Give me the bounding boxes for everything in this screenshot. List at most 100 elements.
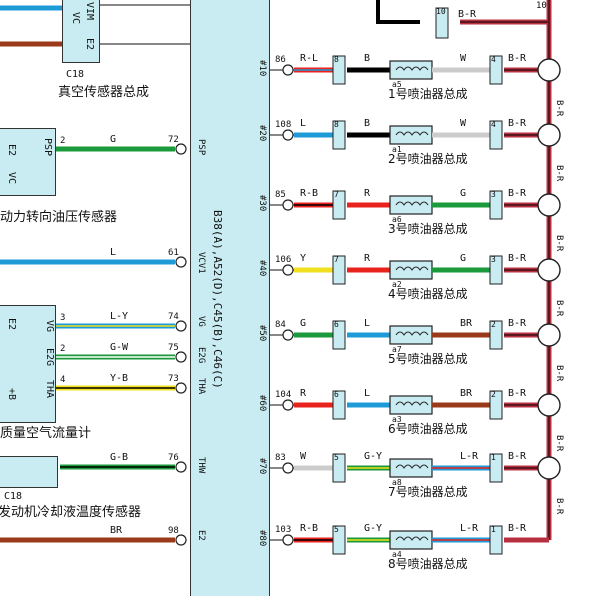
inj-common-label-0: B-R — [508, 53, 527, 64]
splice-node-3 — [537, 258, 561, 282]
bus-label-3: B-R — [554, 300, 564, 317]
injector-coil-symbol-7 — [395, 536, 429, 541]
inj-wire-out-label-6: L-R — [460, 451, 479, 462]
ecu-side-label-7: #80 — [257, 530, 267, 547]
ecu-side-label-5: #60 — [257, 395, 267, 412]
bus-label-5: B-R — [554, 435, 564, 452]
inj-conn-out-label-5: 2 — [491, 390, 496, 399]
inj-conn-in-label-1: 8 — [334, 120, 339, 129]
inj-conn-out-label-7: 1 — [491, 525, 496, 534]
splice-node-4 — [537, 323, 561, 347]
maf-pin-b: +B — [6, 388, 17, 401]
left-pin-2: 3 — [60, 313, 66, 323]
inj-wire-out-label-4: BR — [460, 318, 473, 329]
inj-ecu-pin-label-1: 108 — [275, 120, 292, 130]
inj-code-6: a8 — [392, 478, 402, 487]
injector-coil-symbol-5 — [395, 401, 429, 406]
inj-wire-mid-label-1: B — [364, 118, 371, 129]
left-signal-1: VCV1 — [196, 252, 206, 274]
ecu-pin-connector-1 — [175, 256, 187, 268]
ecu-side-label-4: #50 — [257, 325, 267, 342]
inj-ecu-pin-5 — [282, 399, 294, 411]
inj-wire-mid-label-5: L — [364, 388, 371, 399]
inj-code-0: a5 — [392, 80, 402, 89]
inj-common-label-5: B-R — [508, 388, 527, 399]
inj-ecu-pin-4 — [282, 329, 294, 341]
splice-node-1 — [537, 123, 561, 147]
top-connector — [435, 7, 449, 39]
left-signal-6: E2 — [196, 530, 206, 541]
left-signal-4: THA — [196, 378, 206, 395]
ecu-pin-connector-3 — [175, 351, 187, 363]
ecu-side-label-1: #20 — [257, 125, 267, 142]
left-wire-code-6: BR — [110, 525, 123, 536]
inj-conn-in-label-4: 6 — [334, 320, 339, 329]
bus-label-6: B-R — [554, 498, 564, 515]
inj-wire-out-label-5: BR — [460, 388, 473, 399]
inj-connector-in-2 — [332, 190, 346, 220]
inj-connector-out-4 — [489, 320, 503, 350]
ecu-pin-connector-2 — [175, 320, 187, 332]
inj-conn-out-label-6: 1 — [491, 453, 496, 462]
left-wire-code-5: G-B — [110, 452, 129, 463]
inj-wire-mid-label-2: R — [364, 188, 371, 199]
ecu-block — [190, 0, 270, 596]
left-pin-0: 2 — [60, 136, 66, 146]
inj-conn-out-label-1: 4 — [491, 120, 496, 129]
inj-code-5: a3 — [392, 415, 402, 424]
inj-common-label-4: B-R — [508, 318, 527, 329]
ps-pressure-sensor-box — [0, 128, 56, 196]
inj-ecu-pin-6 — [282, 462, 294, 474]
inj-common-label-7: B-R — [508, 523, 527, 534]
vacuum-sensor-pin-vim: VIM — [84, 2, 95, 21]
vacuum-sensor-code: C18 — [66, 69, 85, 80]
inj-connector-out-6 — [489, 453, 503, 483]
left-ecu-pin-0: 72 — [168, 135, 179, 145]
inj-conn-in-label-6: 5 — [334, 453, 339, 462]
injector-title-0: 1号喷油器总成 — [388, 87, 468, 101]
inj-connector-out-5 — [489, 390, 503, 420]
top-common-label: B-R — [458, 9, 477, 20]
inj-ecu-pin-1 — [282, 129, 294, 141]
left-ecu-pin-4: 73 — [168, 374, 179, 384]
inj-conn-in-label-7: 5 — [334, 525, 339, 534]
top-black-wire — [376, 0, 420, 24]
ps-sensor-pin-e2: E2 — [6, 144, 17, 157]
injector-coil-symbol-3 — [395, 266, 429, 271]
inj-connector-out-3 — [489, 255, 503, 285]
vacuum-sensor-pin-vc: VC — [70, 12, 81, 25]
injector-coil-symbol-1 — [395, 131, 429, 136]
ps-sensor-pin-psp: PSP — [42, 138, 53, 157]
inj-code-4: a7 — [392, 345, 402, 354]
ecu-pin-connector-4 — [175, 382, 187, 394]
splice-node-0 — [537, 58, 561, 82]
bus-label-1: B-R — [554, 165, 564, 182]
inj-connector-in-5 — [332, 390, 346, 420]
inj-ecu-pin-2 — [282, 199, 294, 211]
inj-conn-in-label-0: 8 — [334, 55, 339, 64]
inj-code-1: a1 — [392, 145, 402, 154]
left-wire-code-3: G-W — [110, 342, 129, 353]
inj-conn-in-label-3: 7 — [334, 255, 339, 264]
ecu-pin-connector-6 — [175, 534, 187, 546]
ecu-pin-connector-0 — [175, 143, 187, 155]
injector-coil-symbol-0 — [395, 66, 429, 71]
left-ecu-pin-5: 76 — [168, 453, 179, 463]
inj-ecu-pin-label-7: 103 — [275, 525, 292, 535]
inj-connector-in-0 — [332, 55, 346, 85]
inj-connector-out-7 — [489, 525, 503, 555]
vacuum-sensor-box — [62, 0, 100, 63]
ect-sensor-code: C18 — [4, 491, 23, 502]
ecu-side-label-0: #10 — [257, 60, 267, 77]
inj-ecu-pin-0 — [282, 64, 294, 76]
injector-title-2: 3号喷油器总成 — [388, 222, 468, 236]
maf-title: 质量空气流量计 — [0, 426, 92, 441]
inj-wire-mid-label-0: B — [364, 53, 371, 64]
left-pin-3: 2 — [60, 344, 66, 354]
left-wire-code-2: L-Y — [110, 311, 129, 322]
left-signal-0: PSP — [196, 139, 206, 156]
bus-label-4: B-R — [554, 365, 564, 382]
top-bus-label: 10 — [536, 1, 547, 11]
